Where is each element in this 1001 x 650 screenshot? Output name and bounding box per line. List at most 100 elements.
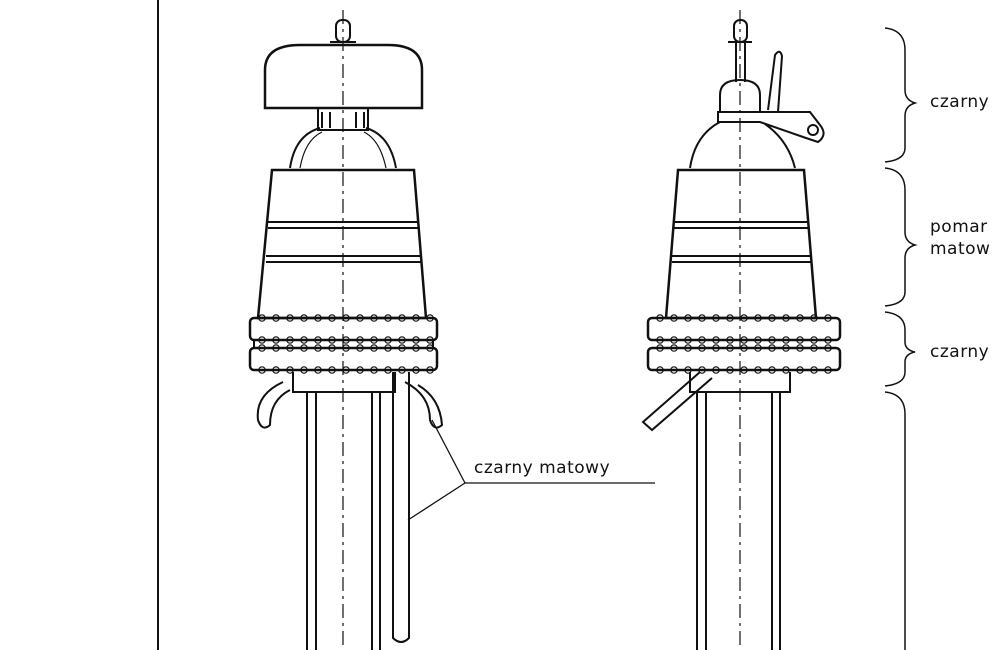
flange-bolt xyxy=(398,344,406,352)
flange-bolt xyxy=(272,314,280,322)
flange-bolt xyxy=(824,344,832,352)
right-label-3: czarny xyxy=(930,342,990,362)
flange-bolt xyxy=(824,366,832,374)
flange-bolt xyxy=(300,366,308,374)
flange-bolt xyxy=(370,344,378,352)
flange-bolt xyxy=(670,314,678,322)
bolt-dots xyxy=(258,314,832,374)
flange-bolt xyxy=(768,336,776,344)
flange-bolt xyxy=(272,336,280,344)
flange-bolt xyxy=(300,336,308,344)
flange-bolt xyxy=(754,366,762,374)
flange-bolt xyxy=(286,344,294,352)
flange-bolt xyxy=(698,314,706,322)
flange-bolt xyxy=(356,314,364,322)
hydrant-left xyxy=(248,10,655,650)
flange-bolt xyxy=(698,344,706,352)
flange-bolt xyxy=(272,366,280,374)
flange-bolt xyxy=(740,336,748,344)
flange-bolt xyxy=(356,366,364,374)
flange-bolt xyxy=(754,344,762,352)
flange-bolt xyxy=(712,336,720,344)
flange-bolt xyxy=(384,344,392,352)
brace-marks xyxy=(884,27,918,650)
flange-bolt xyxy=(740,344,748,352)
flange-bolt xyxy=(412,344,420,352)
flange-bolt xyxy=(712,314,720,322)
flange-bolt xyxy=(412,366,420,374)
flange-bolt xyxy=(656,314,664,322)
flange-bolt xyxy=(314,336,322,344)
flange-bolt xyxy=(342,314,350,322)
flange-bolt xyxy=(286,314,294,322)
flange-bolt xyxy=(754,314,762,322)
flange-bolt xyxy=(342,336,350,344)
flange-bolt xyxy=(782,336,790,344)
flange-bolt xyxy=(656,336,664,344)
right-label-1: czarny xyxy=(930,92,990,112)
flange-bolt xyxy=(426,314,434,322)
flange-bolt xyxy=(684,336,692,344)
flange-bolt xyxy=(810,344,818,352)
flange-bolt xyxy=(712,344,720,352)
flange-bolt xyxy=(356,336,364,344)
flange-bolt xyxy=(398,336,406,344)
flange-bolt xyxy=(740,314,748,322)
leader-label: czarny matowy xyxy=(474,458,611,478)
right-label-2-line1: pomar xyxy=(930,217,988,237)
flange-bolt xyxy=(412,336,420,344)
flange-bolt xyxy=(782,366,790,374)
hydrant-right xyxy=(641,10,842,650)
flange-bolt xyxy=(314,314,322,322)
flange-bolt xyxy=(342,344,350,352)
flange-bolt xyxy=(796,344,804,352)
flange-bolt xyxy=(258,314,266,322)
flange-bolt xyxy=(398,366,406,374)
flange-bolt xyxy=(782,344,790,352)
flange-bolt xyxy=(286,336,294,344)
flange-bolt xyxy=(286,366,294,374)
flange-bolt xyxy=(258,344,266,352)
flange-bolt xyxy=(712,366,720,374)
flange-bolt xyxy=(796,314,804,322)
flange-bolt xyxy=(768,366,776,374)
flange-bolt xyxy=(656,344,664,352)
flange-bolt xyxy=(824,314,832,322)
flange-bolt xyxy=(328,314,336,322)
flange-bolt xyxy=(726,366,734,374)
flange-bolt xyxy=(370,366,378,374)
flange-bolt xyxy=(384,336,392,344)
flange-bolt xyxy=(684,314,692,322)
flange-bolt xyxy=(300,314,308,322)
flange-bolt xyxy=(698,336,706,344)
flange-bolt xyxy=(810,336,818,344)
flange-bolt xyxy=(726,314,734,322)
flange-bolt xyxy=(698,366,706,374)
flange-bolt xyxy=(258,366,266,374)
flange-bolt xyxy=(768,344,776,352)
flange-bolt xyxy=(328,336,336,344)
flange-bolt xyxy=(426,344,434,352)
flange-bolt xyxy=(370,314,378,322)
flange-bolt xyxy=(300,344,308,352)
flange-bolt xyxy=(684,366,692,374)
flange-bolt xyxy=(726,344,734,352)
flange-bolt xyxy=(810,314,818,322)
flange-bolt xyxy=(782,314,790,322)
flange-bolt xyxy=(754,336,762,344)
flange-bolt xyxy=(398,314,406,322)
flange-bolt xyxy=(328,344,336,352)
flange-bolt xyxy=(384,366,392,374)
flange-bolt xyxy=(342,366,350,374)
flange-bolt xyxy=(370,336,378,344)
flange-bolt xyxy=(824,336,832,344)
flange-bolt xyxy=(726,336,734,344)
flange-bolt xyxy=(670,366,678,374)
flange-bolt xyxy=(796,336,804,344)
flange-bolt xyxy=(328,366,336,374)
flange-bolt xyxy=(656,366,664,374)
flange-bolt xyxy=(426,336,434,344)
flange-bolt xyxy=(810,366,818,374)
